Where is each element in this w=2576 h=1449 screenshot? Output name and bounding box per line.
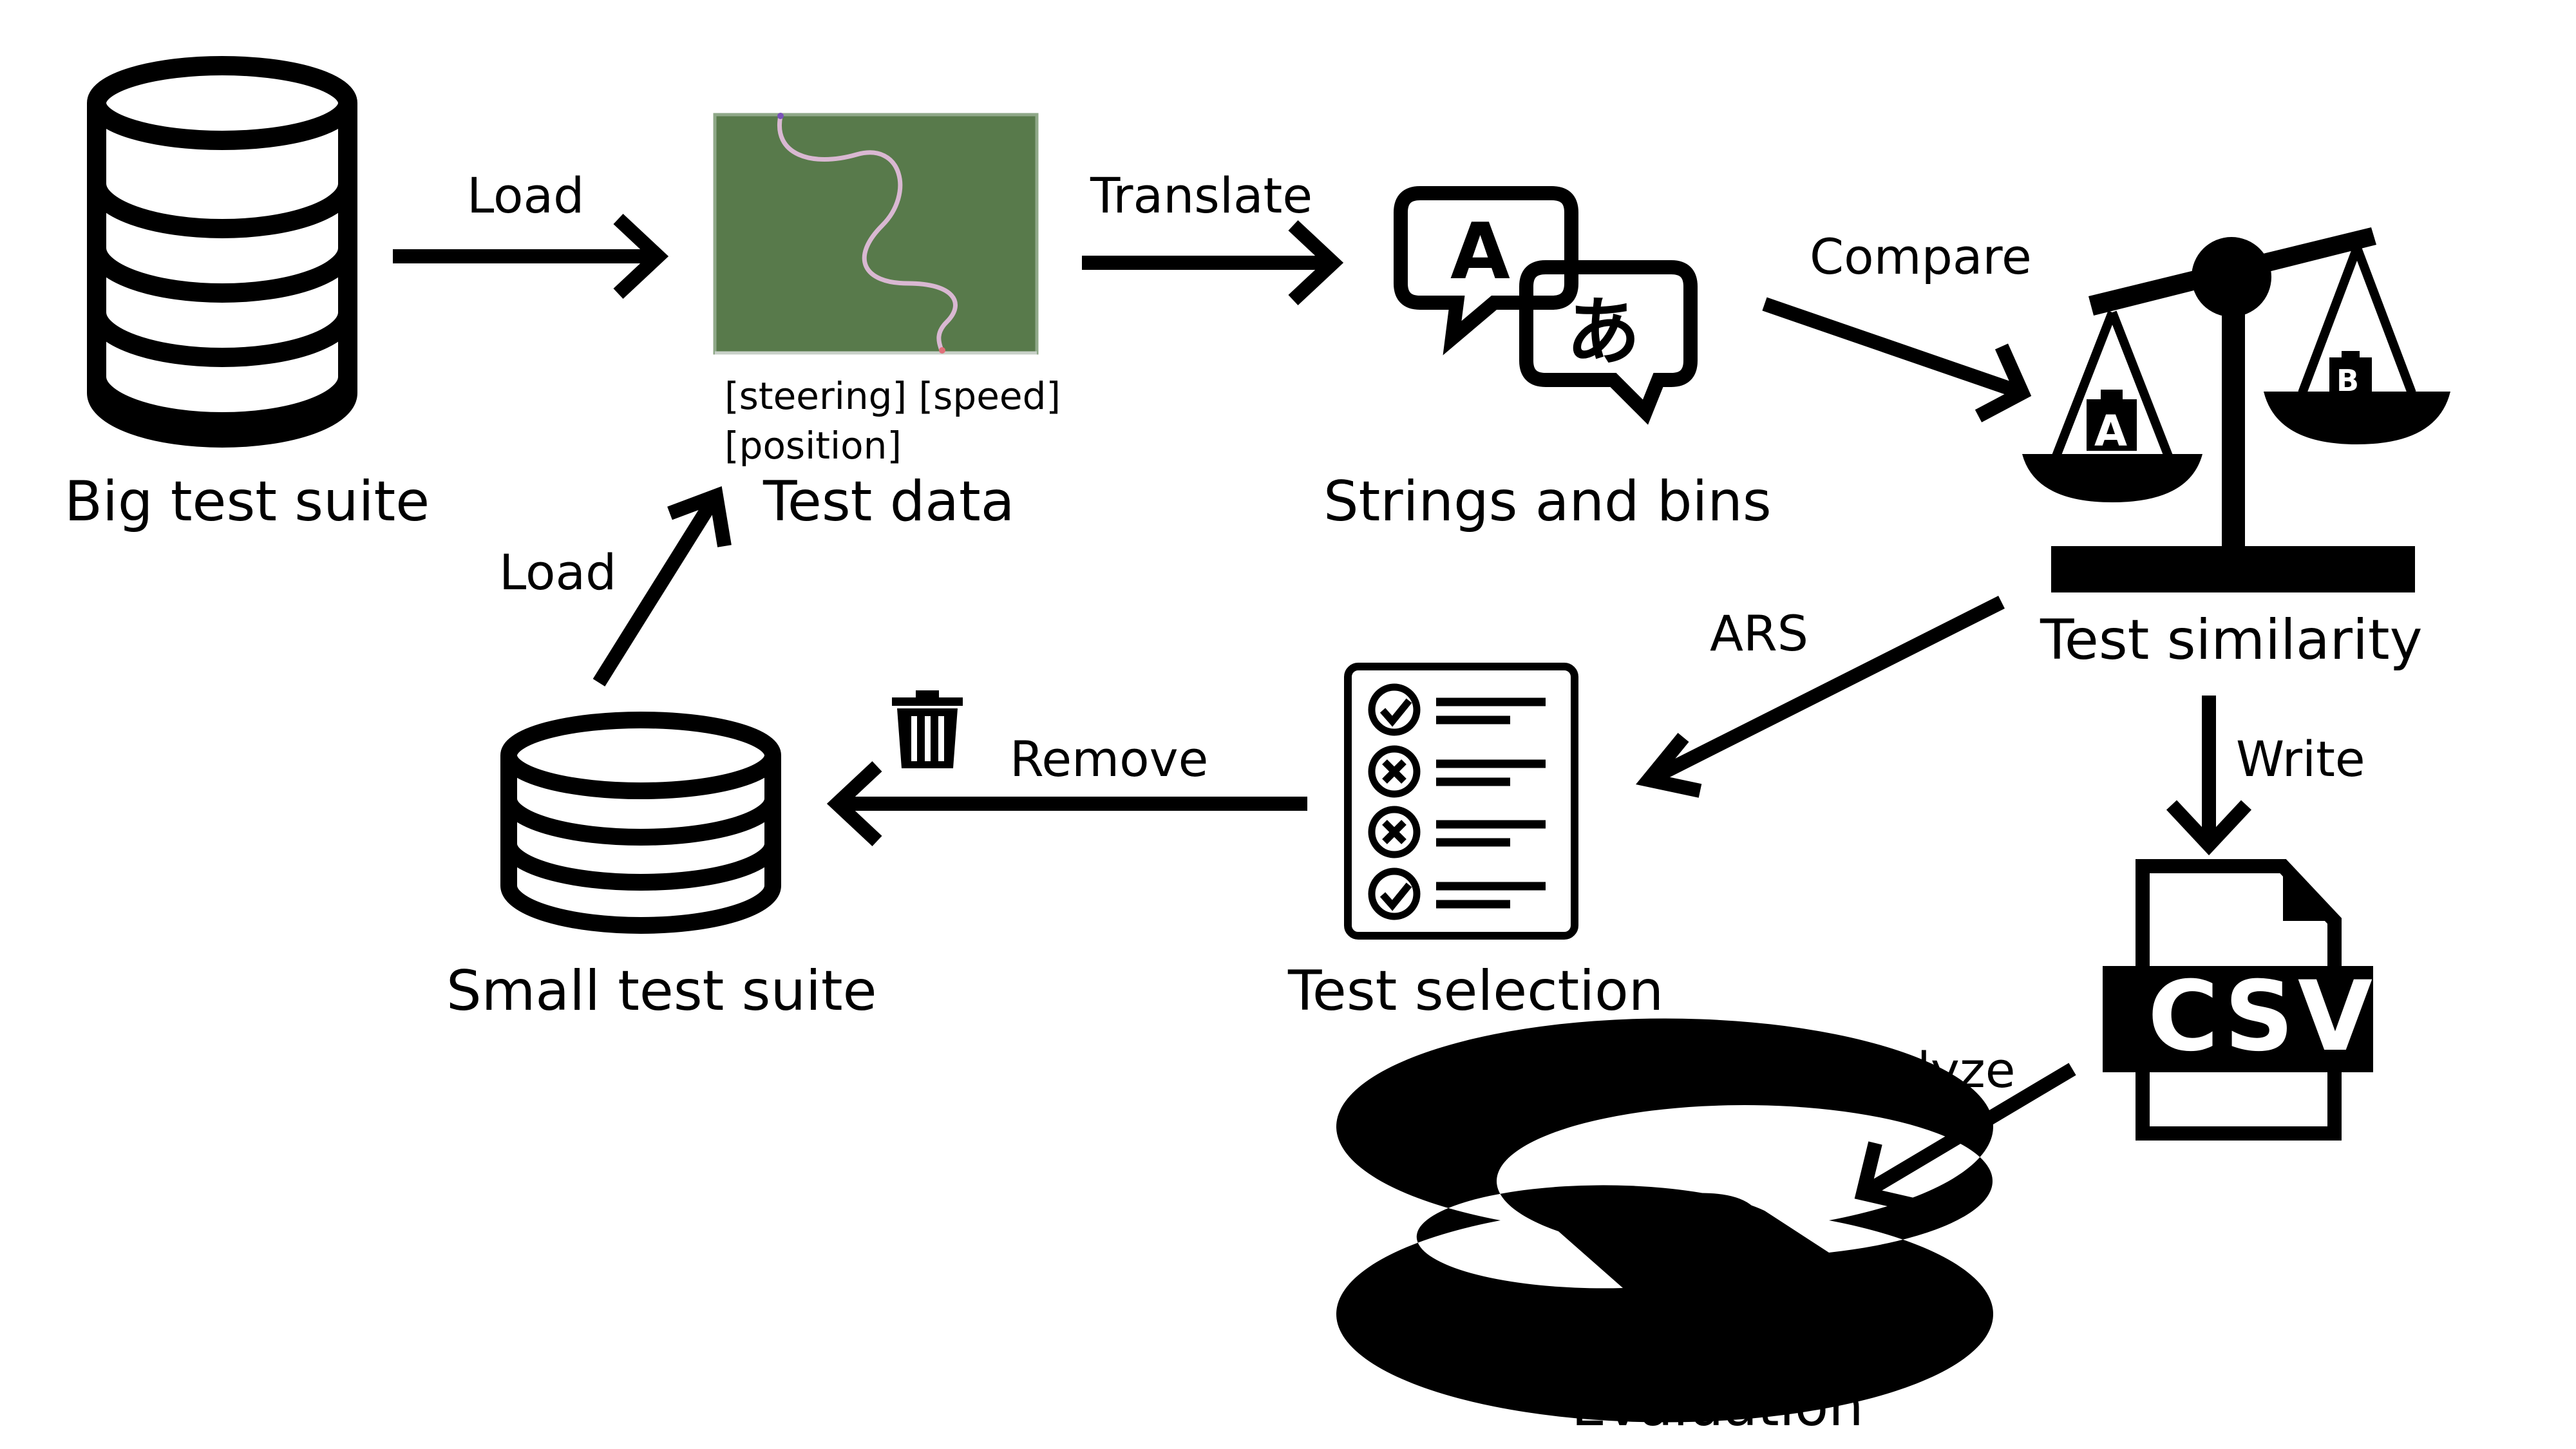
remove-arrow bbox=[826, 761, 1307, 847]
translate-edge-label: Translate bbox=[1090, 167, 1312, 224]
big-test-suite-database-icon bbox=[87, 56, 357, 448]
small-test-suite-label: Small test suite bbox=[446, 959, 877, 1023]
road-map-thumbnail bbox=[713, 113, 1039, 355]
ars-arrow bbox=[1636, 596, 2005, 798]
compare-edge-label: Compare bbox=[1810, 228, 2032, 285]
write-edge-label: Write bbox=[2236, 730, 2365, 788]
load-small-edge-label: Load bbox=[499, 544, 616, 601]
remove-edge-label: Remove bbox=[1010, 730, 1208, 788]
strings-and-bins-label: Strings and bins bbox=[1323, 469, 1772, 534]
ars-edge-label: ARS bbox=[1710, 605, 1808, 662]
csv-file-icon: CSV bbox=[2103, 859, 2376, 1141]
road-path bbox=[777, 115, 958, 354]
test-data-fields-line2: [position] bbox=[724, 424, 902, 468]
test-data-label: Test data bbox=[762, 469, 1014, 534]
load-small-arrow bbox=[592, 486, 732, 687]
csv-label: CSV bbox=[2148, 961, 2376, 1073]
small-test-suite-database-icon bbox=[500, 712, 781, 934]
trash-icon bbox=[892, 690, 963, 768]
translate-kana-glyph: あ bbox=[1566, 289, 1640, 375]
translate-icon: A あ bbox=[1394, 186, 1698, 425]
load-arrow bbox=[393, 213, 669, 299]
test-data-fields-line1: [steering] [speed] bbox=[724, 374, 1061, 418]
scale-right-weight-label: B bbox=[2336, 363, 2359, 398]
checklist-icon bbox=[1344, 663, 1578, 940]
r-logo-letter: R bbox=[1613, 1147, 1792, 1417]
r-logo-icon: R bbox=[1336, 1018, 1994, 1423]
big-test-suite-label: Big test suite bbox=[64, 469, 430, 534]
translate-arrow bbox=[1082, 220, 1344, 306]
load-edge-label: Load bbox=[467, 167, 584, 224]
scale-icon: A B bbox=[2022, 227, 2450, 592]
write-arrow bbox=[2166, 696, 2252, 856]
evaluation-label: Evaluation bbox=[1571, 1374, 1864, 1439]
scale-left-weight-label: A bbox=[2094, 406, 2127, 456]
translate-latin-glyph: A bbox=[1450, 207, 1510, 297]
compare-arrow bbox=[1762, 297, 2032, 422]
test-similarity-label: Test similarity bbox=[2040, 608, 2423, 672]
test-selection-label: Test selection bbox=[1287, 959, 1663, 1023]
